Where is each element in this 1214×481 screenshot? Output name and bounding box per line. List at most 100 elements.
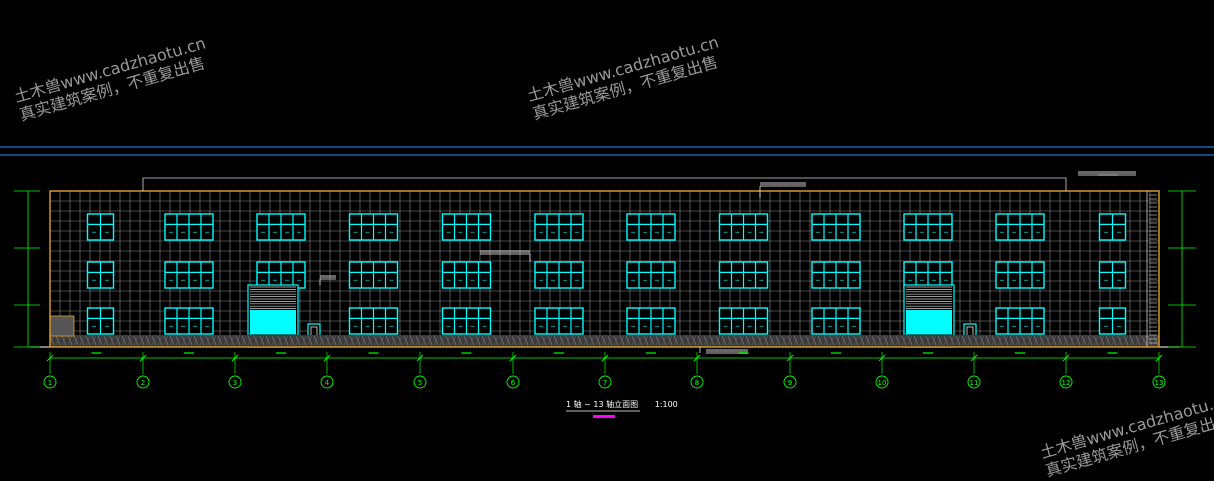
- ground-hatch: [73, 335, 79, 346]
- ground-hatch: [907, 335, 913, 346]
- window: [86, 261, 115, 289]
- window: [811, 213, 861, 241]
- dimension-text-block: [646, 352, 656, 354]
- ground-hatch: [541, 335, 547, 346]
- ground-hatch: [1123, 335, 1129, 346]
- axis-bubble-circle: [875, 375, 889, 389]
- ground-hatch: [385, 335, 391, 346]
- ground-hatch: [685, 335, 691, 346]
- ground-hatch: [937, 335, 943, 346]
- axis-bubble-label: 3: [233, 379, 237, 387]
- ground-hatch: [1033, 335, 1039, 346]
- ground-hatch: [1099, 335, 1105, 346]
- overhead-door-panel: [906, 310, 952, 334]
- ground-hatch: [379, 335, 385, 346]
- ground-hatch: [997, 335, 1003, 346]
- window: [811, 307, 861, 335]
- ground-hatch: [793, 335, 799, 346]
- ground-hatch: [361, 335, 367, 346]
- annotation-leader: [480, 250, 531, 262]
- ground-hatch: [673, 335, 679, 346]
- ground-hatch: [835, 335, 841, 346]
- drawing-title-block: 1 轴 ~ 13 轴立面图 1:100: [566, 399, 678, 410]
- ground-hatch: [319, 335, 325, 346]
- ground-hatch: [583, 335, 589, 346]
- ground-hatch: [511, 335, 517, 346]
- ground-hatch: [1135, 335, 1141, 346]
- ground-hatch: [955, 335, 961, 346]
- ground-hatch: [343, 335, 349, 346]
- ground-hatch: [649, 335, 655, 346]
- axis-bubble-circle: [43, 375, 57, 389]
- ground-hatch: [211, 335, 217, 346]
- ground-hatch: [367, 335, 373, 346]
- ground-hatch: [889, 335, 895, 346]
- facade-background: [50, 191, 1159, 347]
- ground-hatch: [1087, 335, 1093, 346]
- axis-bubble-label: 13: [1155, 379, 1164, 387]
- ground-hatch: [403, 335, 409, 346]
- ground-hatch: [505, 335, 511, 346]
- ground-hatch: [547, 335, 553, 346]
- ground-hatch: [931, 335, 937, 346]
- ground-hatch: [427, 335, 433, 346]
- ground-hatch: [1153, 335, 1159, 346]
- ground-hatch: [739, 335, 745, 346]
- ground-hatch: [1129, 335, 1135, 346]
- ground-hatch: [265, 335, 271, 346]
- ground-hatch: [463, 335, 469, 346]
- ground-hatch: [805, 335, 811, 346]
- ground-hatch: [481, 335, 487, 346]
- ground-hatch: [415, 335, 421, 346]
- ground-hatch: [451, 335, 457, 346]
- ground-hatch: [205, 335, 211, 346]
- ground-hatch: [307, 335, 313, 346]
- ground-hatch: [985, 335, 991, 346]
- axis-bubble-circle: [136, 375, 150, 389]
- ground-hatch: [607, 335, 613, 346]
- ground-hatch: [595, 335, 601, 346]
- ground-hatch: [217, 335, 223, 346]
- ground-hatch: [145, 335, 151, 346]
- ground-hatch: [229, 335, 235, 346]
- ground-hatch: [799, 335, 805, 346]
- ground-hatch: [433, 335, 439, 346]
- ground-hatch: [727, 335, 733, 346]
- ground-hatch: [715, 335, 721, 346]
- ground-hatch: [289, 335, 295, 346]
- ground-hatch: [577, 335, 583, 346]
- ground-hatch: [871, 335, 877, 346]
- ground-hatch: [601, 335, 607, 346]
- entry-platform: [49, 315, 75, 337]
- axis-bubble: 9: [783, 375, 797, 389]
- dimension-text-block: [184, 352, 194, 354]
- ground-hatch: [235, 335, 241, 346]
- axis-bubble-circle: [690, 375, 704, 389]
- dimension-text-block: [831, 352, 841, 354]
- dimension-tick: [231, 354, 239, 362]
- window: [995, 307, 1045, 335]
- ground-hatch: [751, 335, 757, 346]
- ground-hatch: [79, 335, 85, 346]
- ground-hatch: [895, 335, 901, 346]
- axis-bubble: 4: [320, 375, 334, 389]
- ground-hatch: [115, 335, 121, 346]
- ground-hatch: [529, 335, 535, 346]
- window: [534, 307, 584, 335]
- ground-hatch: [661, 335, 667, 346]
- top-reference-lines: [0, 146, 1214, 156]
- ground-hatch: [295, 335, 301, 346]
- ground-hatch: [631, 335, 637, 346]
- ground-hatch: [325, 335, 331, 346]
- ground-hatch: [283, 335, 289, 346]
- windows-layer: [86, 213, 1127, 335]
- ground-hatch: [493, 335, 499, 346]
- dimension-text-block: [461, 352, 472, 354]
- window: [1098, 261, 1127, 289]
- ground-hatch: [613, 335, 619, 346]
- title-subnote-mark: [593, 415, 615, 418]
- window: [718, 307, 769, 335]
- window: [811, 261, 861, 289]
- axis-bubble-circle: [783, 375, 797, 389]
